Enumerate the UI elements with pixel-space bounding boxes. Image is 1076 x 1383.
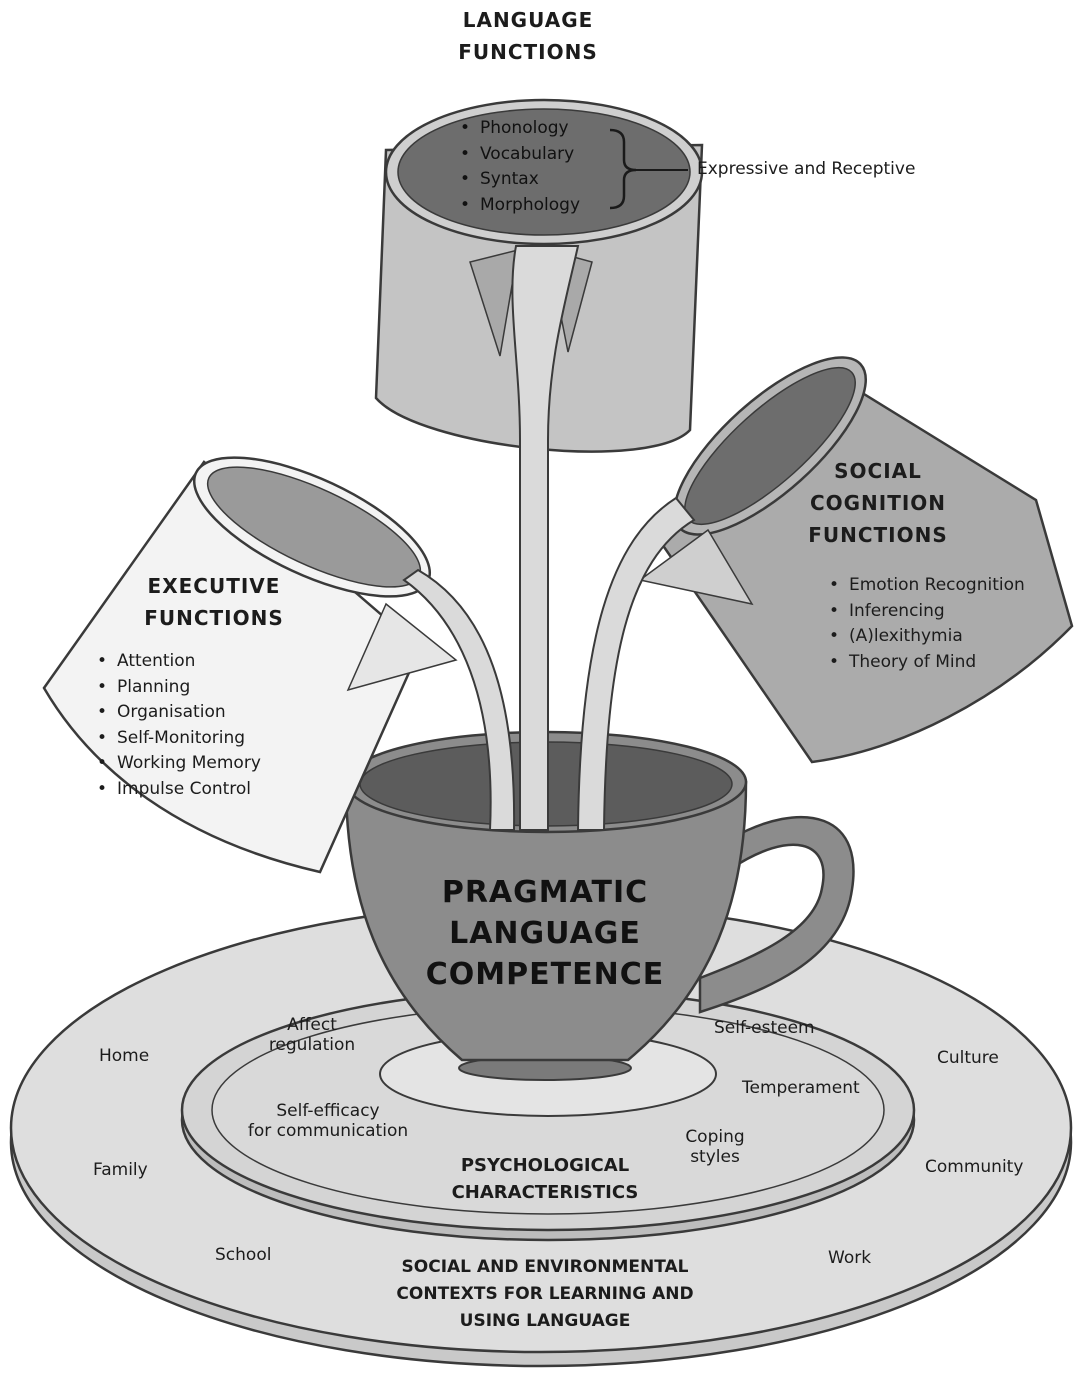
cup-title-line1: PRAGMATIC <box>441 875 649 910</box>
social-cognition-list: Emotion Recognition Inferencing (A)lexit… <box>829 573 1025 675</box>
social-cognition-title-line1: SOCIAL <box>834 459 922 483</box>
self-esteem-label: Self-esteem <box>714 1018 815 1038</box>
expressive-and-receptive-label: Expressive and Receptive <box>697 159 916 179</box>
language-functions-title-line1: LANGUAGE <box>462 8 594 32</box>
language-functions-list: Phonology Vocabulary Syntax Morphology <box>460 116 580 218</box>
executive-functions-title-line2: FUNCTIONS <box>144 606 284 630</box>
executive-functions-title-line1: EXECUTIVE <box>147 574 281 598</box>
list-item-attention: Attention <box>97 649 261 675</box>
list-item-planning: Planning <box>97 675 261 701</box>
list-item-morphology: Morphology <box>460 193 580 219</box>
community-label: Community <box>925 1157 1024 1177</box>
list-item-inferencing: Inferencing <box>829 599 1025 625</box>
coping-styles-label: Coping styles <box>685 1127 745 1168</box>
list-item-phonology: Phonology <box>460 116 580 142</box>
executive-functions-list: Attention Planning Organisation Self-Mon… <box>97 649 261 802</box>
cup-title-line2: LANGUAGE <box>449 916 641 951</box>
language-functions-title: LANGUAGE FUNCTIONS <box>428 4 628 68</box>
work-label: Work <box>828 1248 872 1268</box>
list-item-impulse-control: Impulse Control <box>97 777 261 803</box>
list-item-organisation: Organisation <box>97 700 261 726</box>
temperament-label: Temperament <box>742 1078 860 1098</box>
list-item-self-monitoring: Self-Monitoring <box>97 726 261 752</box>
cup-handle <box>698 815 855 1014</box>
cup-title-line3: COMPETENCE <box>425 957 665 992</box>
psychological-characteristics-title: PSYCHOLOGICAL CHARACTERISTICS <box>451 1155 639 1203</box>
school-label: School <box>215 1245 272 1265</box>
social-environmental-contexts-title: SOCIAL AND ENVIRONMENTAL CONTEXTS FOR LE… <box>396 1257 694 1331</box>
culture-label: Culture <box>937 1048 999 1068</box>
language-stream <box>511 245 580 831</box>
pragmatic-language-competence-title: PRAGMATIC LANGUAGE COMPETENCE <box>395 872 695 995</box>
executive-stream <box>402 568 516 831</box>
social-cognition-title-line3: FUNCTIONS <box>808 523 948 547</box>
executive-functions-title: EXECUTIVE FUNCTIONS <box>114 570 314 634</box>
social-cognition-title: SOCIAL COGNITION FUNCTIONS <box>778 455 978 551</box>
list-item-syntax: Syntax <box>460 167 580 193</box>
social-stream <box>576 496 696 831</box>
list-item-working-memory: Working Memory <box>97 751 261 777</box>
list-item-theory-of-mind: Theory of Mind <box>829 650 1025 676</box>
pouring-streams <box>402 245 696 831</box>
social-cognition-title-line2: COGNITION <box>809 491 947 515</box>
home-label: Home <box>99 1046 150 1066</box>
language-functions-title-line2: FUNCTIONS <box>458 40 598 64</box>
list-item-vocabulary: Vocabulary <box>460 142 580 168</box>
family-label: Family <box>93 1160 148 1180</box>
self-efficacy-label: Self-efficacy for communication <box>247 1101 409 1142</box>
list-item-alexithymia: (A)lexithymia <box>829 624 1025 650</box>
cup-body <box>344 780 748 1062</box>
affect-regulation-label: Affect regulation <box>268 1015 356 1056</box>
list-item-emotion-recognition: Emotion Recognition <box>829 573 1025 599</box>
